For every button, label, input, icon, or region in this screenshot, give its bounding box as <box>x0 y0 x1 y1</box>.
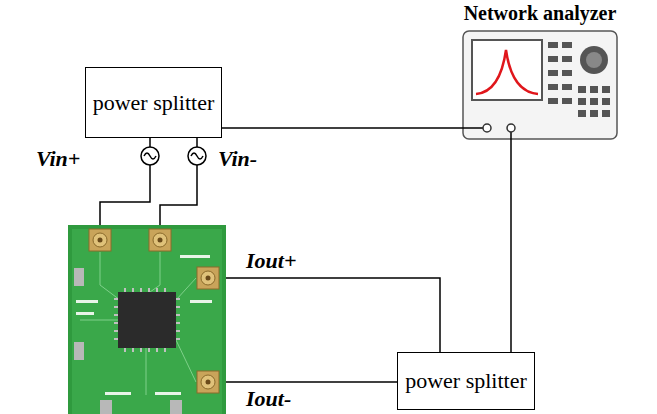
signal-name: Vin- <box>218 146 257 172</box>
signal-name: Iout+ <box>246 248 296 274</box>
network-analyzer: Network analyzer <box>462 30 618 140</box>
analyzer-port <box>507 124 515 132</box>
signal-name: Vin+ <box>36 146 80 172</box>
analyzer-button <box>562 98 572 104</box>
port-lead <box>462 127 483 129</box>
analyzer-button <box>578 86 586 93</box>
analyzer-button <box>602 86 610 93</box>
splitter-box: power splitter <box>397 352 535 410</box>
port-lead <box>510 132 512 140</box>
analyzer-button <box>562 56 572 62</box>
analyzer-button <box>602 110 610 117</box>
signal-name: Iout- <box>246 386 291 412</box>
ac-source-symbol <box>141 147 206 165</box>
analyzer-button <box>590 110 598 117</box>
splitter-box: power splitter <box>85 67 222 138</box>
analyzer-port <box>483 124 491 132</box>
analyzer-knob <box>586 52 602 68</box>
analyzer-button <box>578 98 586 105</box>
analyzer-button <box>548 42 558 48</box>
response-curve <box>476 50 538 94</box>
analyzer-button <box>602 98 610 105</box>
box-label: power splitter <box>93 90 215 116</box>
connector <box>510 140 512 352</box>
sma-connector <box>89 229 219 393</box>
analyzer-screen <box>472 40 542 100</box>
analyzer-button <box>548 98 558 104</box>
analyzer-button <box>548 70 558 76</box>
analyzer-button <box>548 84 558 90</box>
analyzer-button <box>548 56 558 62</box>
box-label: power splitter <box>405 368 527 394</box>
pcb-board <box>68 225 226 414</box>
analyzer-housing <box>463 31 617 139</box>
analyzer-illustration <box>462 30 618 140</box>
analyzer-button <box>562 70 572 76</box>
analyzer-button <box>562 84 572 90</box>
analyzer-button <box>578 110 586 117</box>
connector <box>222 127 462 129</box>
analyzer-button <box>562 42 572 48</box>
analyzer-button <box>590 86 598 93</box>
analyzer-knob <box>580 46 608 74</box>
analyzer-button <box>590 98 598 105</box>
instrument-title: Network analyzer <box>432 1 648 25</box>
